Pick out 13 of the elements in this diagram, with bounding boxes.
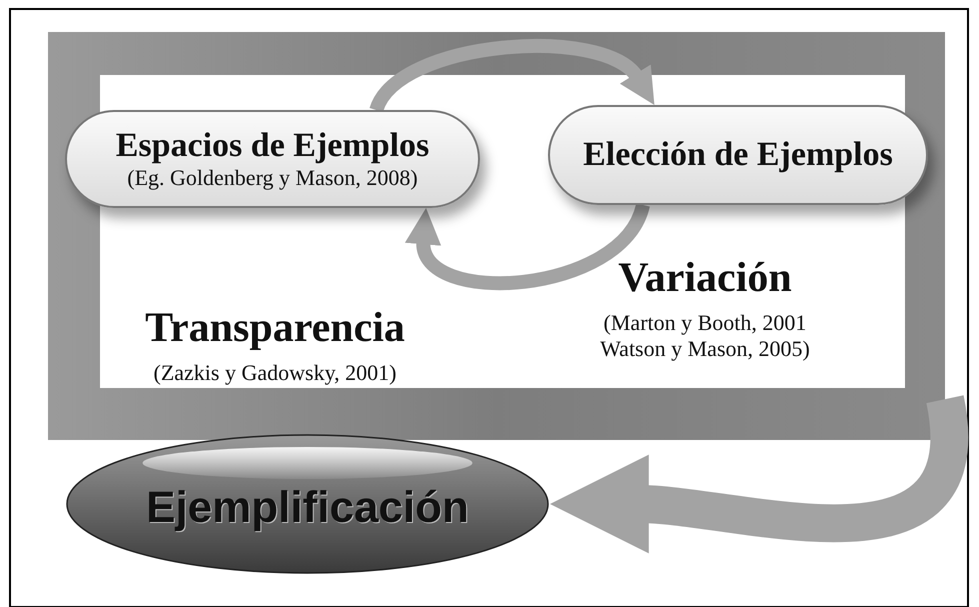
citation-text: (Marton y Booth, 2001 Watson y Mason, 2005) <box>599 310 811 363</box>
ellipse-node <box>65 433 550 575</box>
node-title: Ejemplificación <box>146 483 469 533</box>
section-title: Variación <box>617 255 793 302</box>
rounded-box <box>65 110 480 208</box>
node-title: Espacios de Ejemplos <box>116 127 430 164</box>
curved-arrow <box>406 202 650 290</box>
frame-band <box>48 32 945 440</box>
section-title: Transparencia <box>144 305 406 352</box>
node-title: Elección de Ejemplos <box>583 136 893 174</box>
curved-arrow <box>550 397 968 554</box>
citation-text: (Zazkis y Gadowsky, 2001) <box>152 360 398 386</box>
citation-text: (Eg. Goldenberg y Mason, 2008) <box>127 164 418 191</box>
